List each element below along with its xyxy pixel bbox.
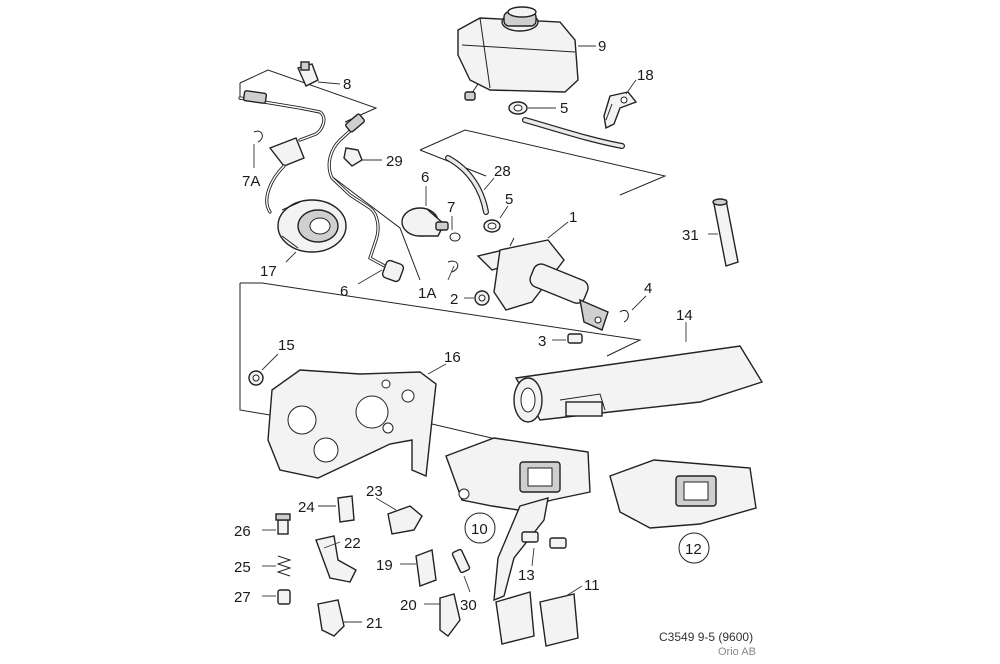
retaining-clip-7a (253, 130, 263, 143)
bulkhead-plate (267, 369, 437, 479)
callout-6a: 6 (421, 169, 429, 186)
fluid-reservoir (457, 6, 579, 101)
callout-17: 17 (260, 263, 277, 280)
retaining-pin-1a (447, 260, 459, 273)
feed-hose (445, 155, 489, 215)
pedal-pad-right (539, 593, 579, 647)
seal-ring (449, 232, 461, 242)
callout-25: 25 (234, 559, 251, 576)
sensor-27 (277, 589, 291, 605)
pressure-damper (401, 207, 449, 237)
publisher-credit: Orio AB (718, 646, 756, 658)
callout-7a: 7A (242, 173, 260, 190)
callout-31: 31 (682, 227, 699, 244)
spring-25 (276, 555, 292, 577)
callout-24: 24 (298, 499, 315, 516)
callout-ring-10 (464, 512, 496, 544)
clutch-pipes (238, 90, 394, 272)
callout-5b: 5 (505, 191, 513, 208)
callout-15: 15 (278, 337, 295, 354)
bracket-21 (317, 599, 345, 637)
clutch-pedal-arm (493, 497, 549, 602)
accessory-sleeve (712, 198, 739, 267)
pipe-clip (343, 147, 363, 167)
callout-2: 2 (450, 291, 458, 308)
bracket-19 (415, 549, 437, 587)
bolt-30 (451, 548, 471, 574)
callout-labels: 9 18 8 5 29 7A 28 6 7 5 1 31 17 6 1A 2 4… (234, 38, 702, 632)
callout-16: 16 (444, 349, 461, 366)
callout-19: 19 (376, 557, 393, 574)
callout-11: 11 (584, 577, 600, 594)
sensor-26 (275, 513, 291, 535)
callout-5a: 5 (560, 100, 568, 117)
pedal-switch (387, 505, 423, 535)
callout-10: 10 (471, 521, 488, 538)
callout-1: 1 (569, 209, 577, 226)
leader-lines (253, 45, 718, 623)
callout-18: 18 (637, 67, 654, 84)
pedal-bracket-left (445, 437, 591, 511)
callout-27: 27 (234, 589, 251, 606)
callout-14: 14 (676, 307, 693, 324)
callout-4: 4 (644, 280, 652, 297)
pipe-fitting (381, 259, 405, 283)
callout-7: 7 (447, 199, 455, 216)
nut-2 (474, 290, 490, 306)
bolt-13 (521, 531, 567, 549)
bolt-3 (567, 333, 583, 344)
callout-12: 12 (685, 541, 702, 558)
callout-13: 13 (518, 567, 535, 584)
callout-3: 3 (538, 333, 546, 350)
callout-26: 26 (234, 523, 251, 540)
hose-clamp-lower (483, 219, 501, 233)
supply-hose (522, 117, 625, 149)
callout-6b: 6 (340, 283, 348, 300)
pedal-bracket-right (609, 459, 757, 529)
callout-30: 30 (460, 597, 477, 614)
callout-20: 20 (400, 597, 417, 614)
callout-28: 28 (494, 163, 511, 180)
callout-29: 29 (386, 153, 403, 170)
callout-8: 8 (343, 76, 351, 93)
pedal-pad-left (495, 591, 535, 645)
nut-15 (248, 370, 264, 386)
callout-1a: 1A (418, 285, 436, 302)
bracket-20 (439, 593, 461, 637)
cross-member (513, 345, 764, 423)
diagram-reference-code: C3549 9-5 (9600) (659, 630, 754, 644)
callout-23: 23 (366, 483, 383, 500)
clip-nut-24 (337, 495, 355, 523)
pipe-connector (297, 61, 319, 87)
callout-ring-12 (678, 532, 710, 564)
clip-4 (619, 309, 629, 323)
slave-cylinder (265, 137, 347, 253)
callout-22: 22 (344, 535, 361, 552)
hose-clamp-upper (508, 101, 528, 115)
hose-bracket (603, 91, 638, 130)
callout-21: 21 (366, 615, 383, 632)
callout-9: 9 (598, 38, 606, 55)
master-cylinder (476, 237, 609, 331)
